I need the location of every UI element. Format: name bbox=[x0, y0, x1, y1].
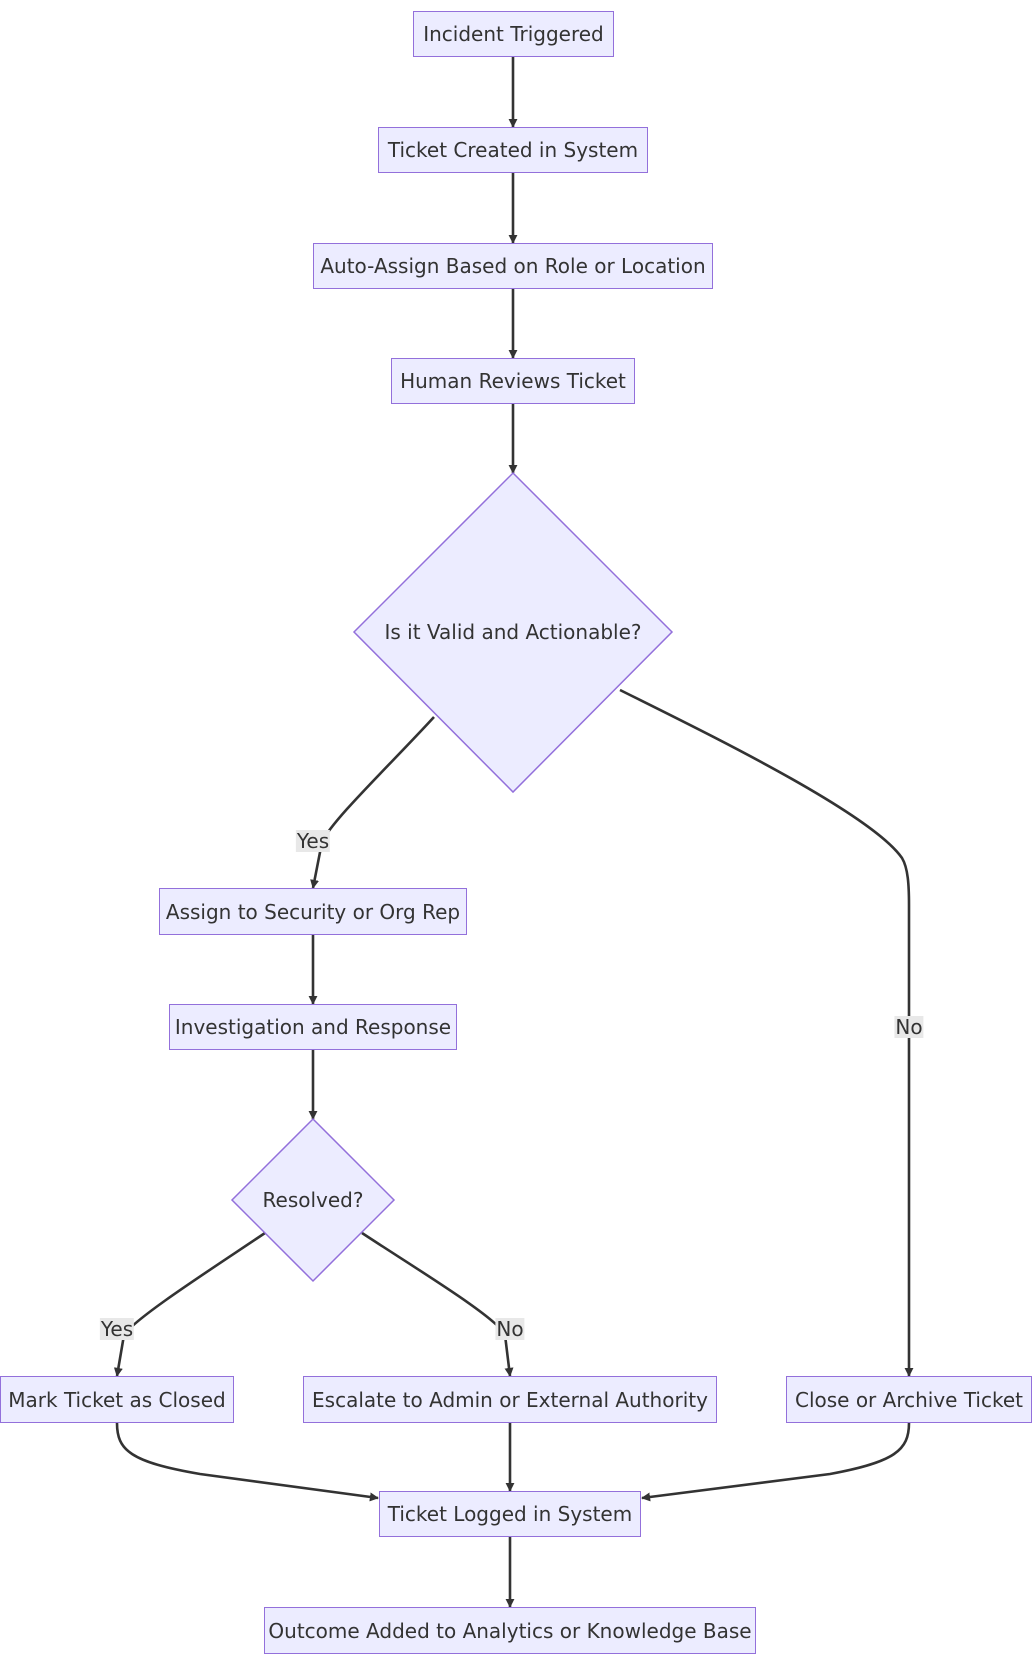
node-ticket-logged: Ticket Logged in System bbox=[379, 1491, 641, 1537]
edge-label-valid-yes: Yes bbox=[295, 829, 331, 853]
decision-resolved-shape bbox=[230, 1117, 396, 1283]
edge-close-archive-to-ticket-logged bbox=[641, 1422, 911, 1502]
decision-resolved-label: Resolved? bbox=[262, 1188, 364, 1212]
edge-resolved-no-to-escalate bbox=[361, 1231, 514, 1377]
edge-resolved-yes-to-mark-closed bbox=[113, 1231, 266, 1377]
edge-label-valid-no: No bbox=[894, 1015, 924, 1039]
node-mark-closed: Mark Ticket as Closed bbox=[0, 1376, 234, 1423]
node-ticket-created: Ticket Created in System bbox=[378, 127, 648, 173]
edge-mark-closed-to-ticket-logged bbox=[115, 1422, 379, 1502]
decision-valid-shape bbox=[352, 471, 674, 794]
edge-valid-yes-to-assign-security bbox=[310, 716, 435, 889]
node-assign-security: Assign to Security or Org Rep bbox=[159, 888, 467, 935]
edge-label-resolved-no: No bbox=[495, 1317, 525, 1341]
node-human-reviews: Human Reviews Ticket bbox=[391, 358, 635, 404]
node-close-archive: Close or Archive Ticket bbox=[786, 1376, 1032, 1423]
node-investigation: Investigation and Response bbox=[169, 1004, 457, 1050]
node-auto-assign: Auto-Assign Based on Role or Location bbox=[313, 243, 713, 289]
decision-valid-label: Is it Valid and Actionable? bbox=[384, 620, 642, 644]
node-incident-triggered: Incident Triggered bbox=[413, 11, 614, 57]
node-escalate: Escalate to Admin or External Authority bbox=[303, 1376, 717, 1423]
edge-label-resolved-yes: Yes bbox=[99, 1317, 135, 1341]
node-outcome-added: Outcome Added to Analytics or Knowledge … bbox=[264, 1607, 756, 1654]
edge-valid-no-to-close-archive bbox=[619, 688, 914, 1377]
